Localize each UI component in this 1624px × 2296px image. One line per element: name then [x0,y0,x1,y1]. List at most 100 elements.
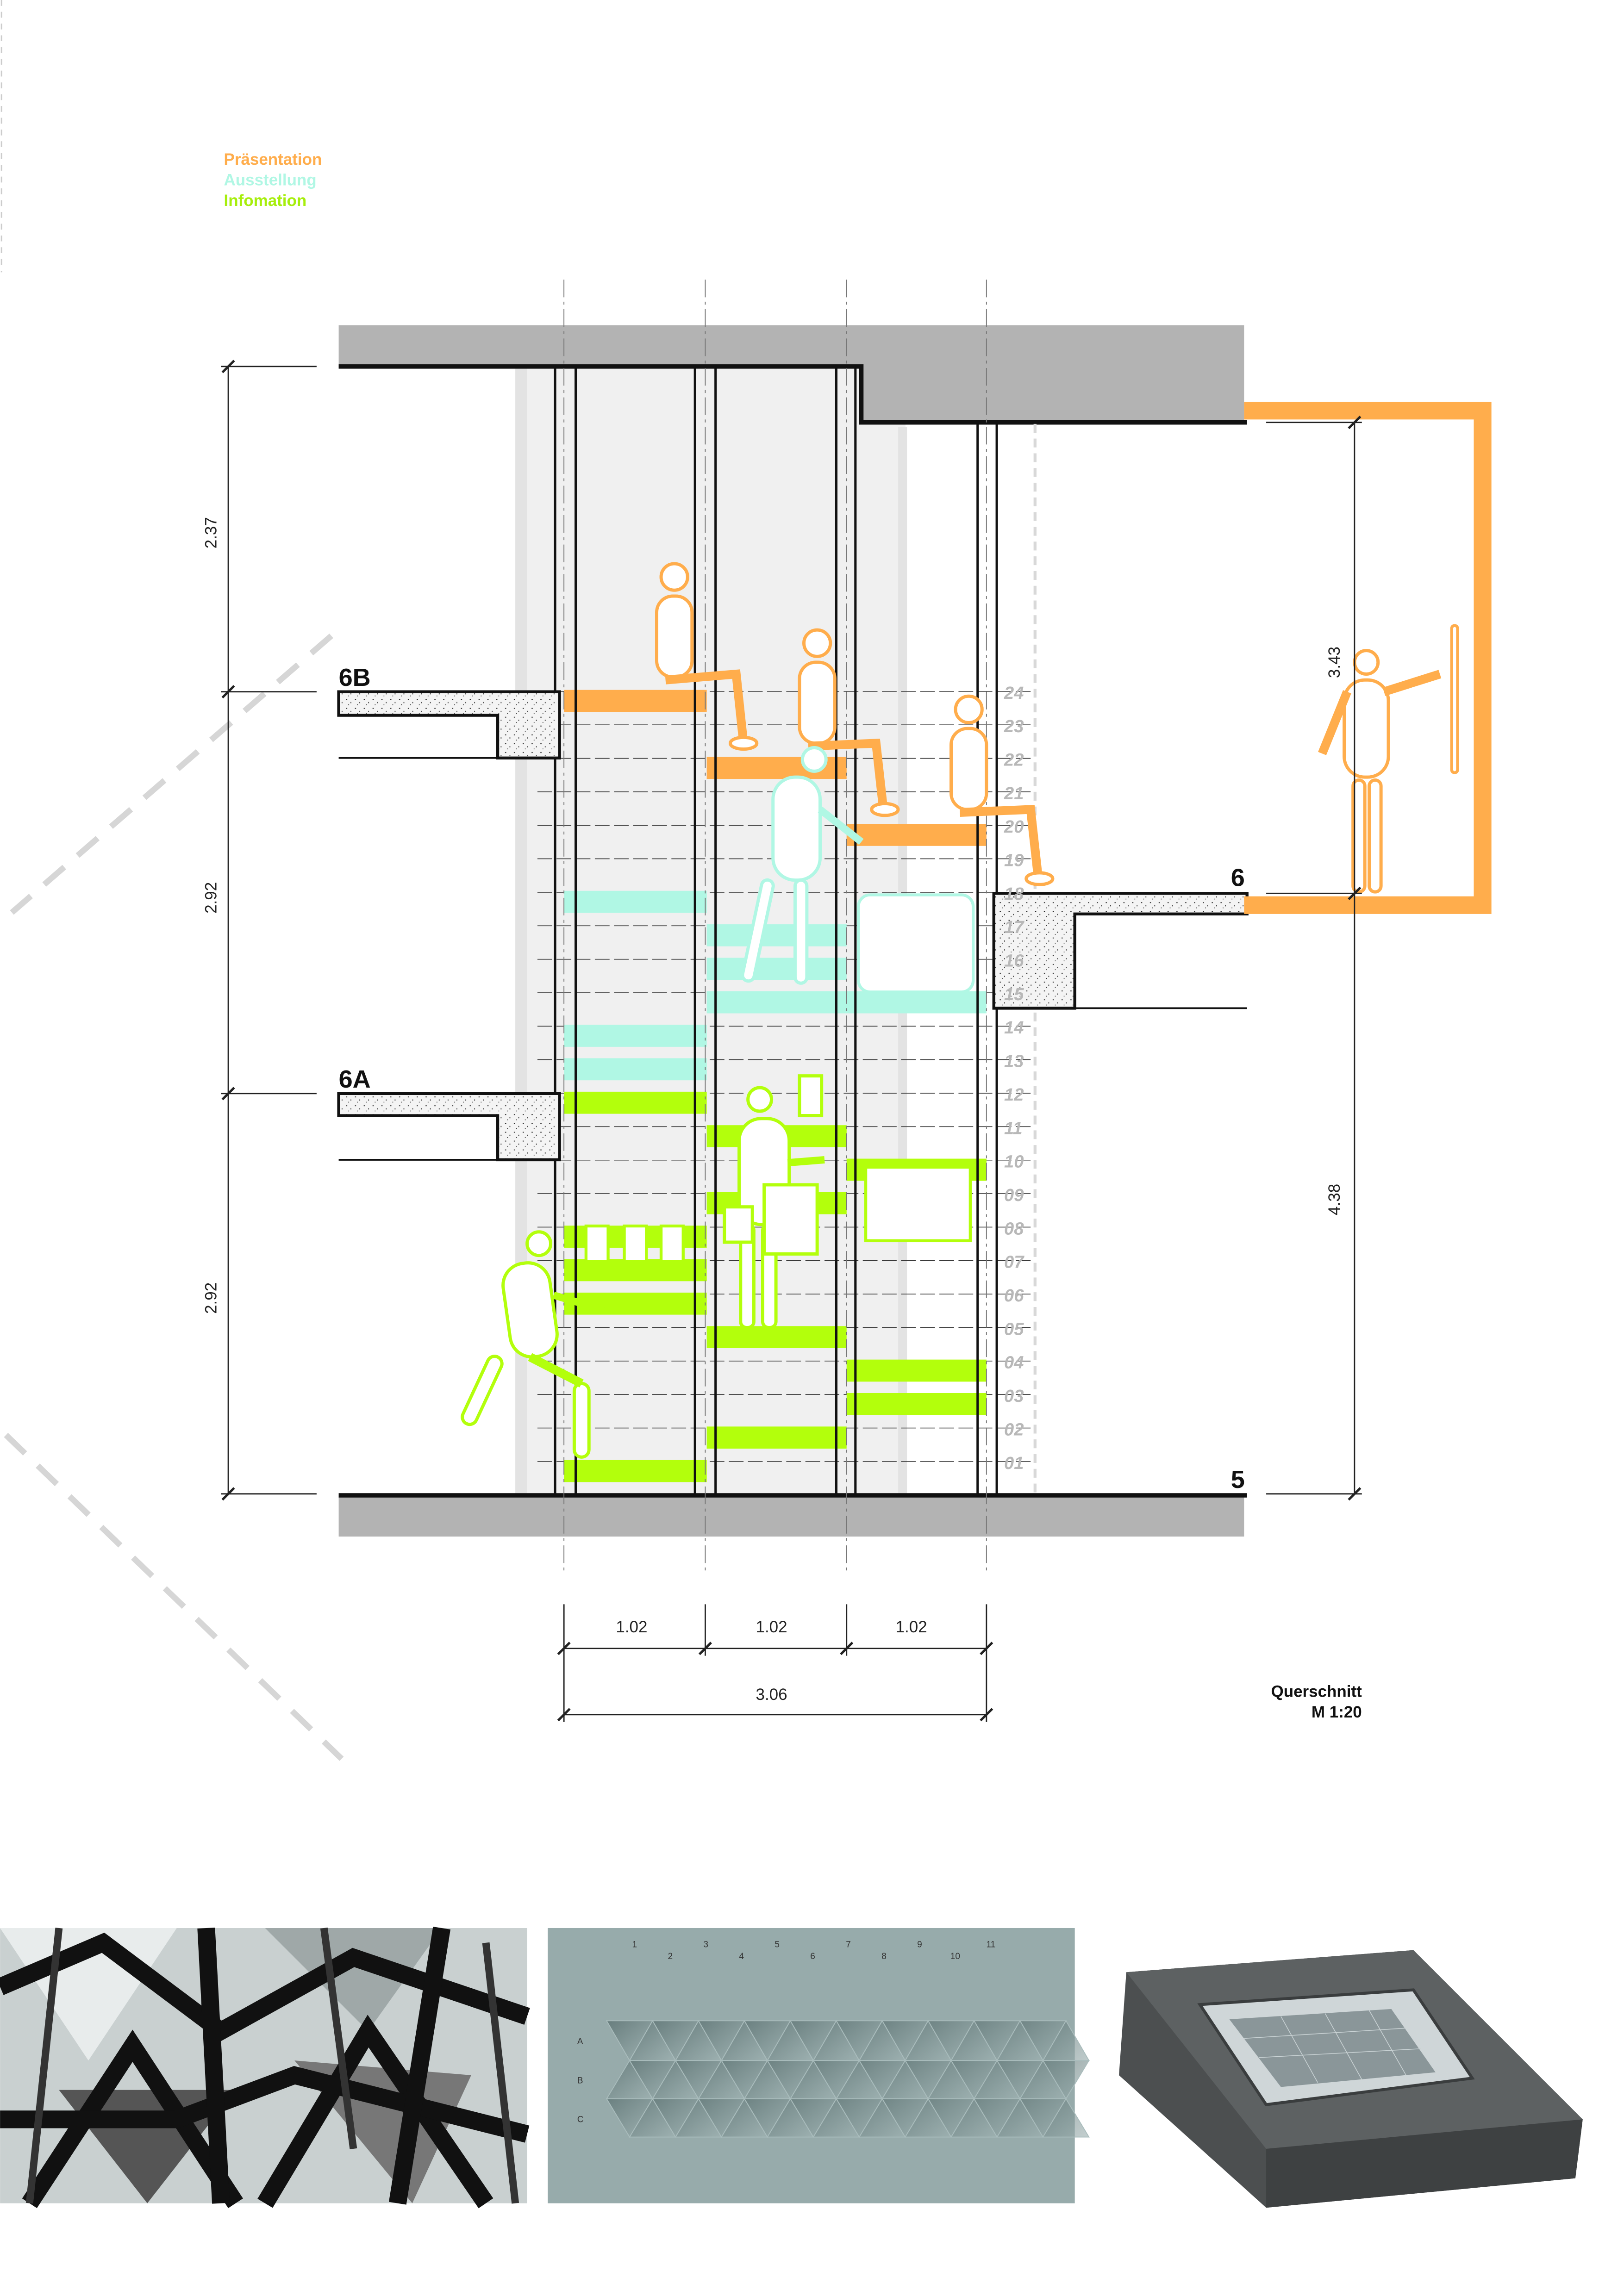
level-label-6a: 6A [339,1065,371,1093]
drawing-title: Querschnitt [1271,1683,1362,1701]
step-number: 03 [1004,1386,1024,1406]
dimension-total: 3.06 [756,1686,787,1704]
dimension-module-2: 1.02 [756,1618,787,1636]
dimension-module-1: 1.02 [616,1618,647,1636]
stair-tread [846,1359,987,1382]
device-photo-image [1119,1950,1583,2208]
step-number: 05 [1004,1319,1024,1339]
grid-axes [563,280,987,1575]
dimension-left-2: 2.92 [202,882,220,914]
figure-visitor-information [723,1074,825,1329]
legend: Präsentation Ausstellung Infomation [224,150,322,210]
panel-row-label: A [577,2037,583,2047]
presentation-screen [1450,624,1459,774]
panel-column-label: 5 [775,1940,780,1949]
figure-seated-1 [655,562,759,751]
legend-information: Infomation [224,192,307,210]
dimension-right-1: 3.43 [1325,647,1343,678]
panel-column-label: 9 [917,1940,922,1949]
step-number: 06 [1004,1286,1024,1306]
triangle-panel-grid [606,2020,1090,2138]
figure-seated-3 [949,694,1055,886]
floor-slab [338,1497,1244,1537]
step-number: 01 [1004,1453,1024,1473]
triangle-panel [1042,2060,1090,2100]
panel-layout-image: 1 2 3 4 5 6 7 8 9 10 11 A B C [548,1928,1090,2203]
structure-render-image [0,1926,530,2209]
ceiling-slab [338,325,1244,424]
step-number: 04 [1004,1353,1024,1373]
step-number: 11 [1004,1118,1023,1138]
slab-6 [992,892,1249,1010]
panel-column-label: 11 [986,1940,995,1949]
panel-column-label: 6 [810,1952,815,1961]
step-numbers: 0102030405060708091011121314151617181920… [1004,683,1024,1473]
stair-tread [846,824,987,846]
step-number: 10 [1004,1152,1024,1172]
step-number: 02 [1004,1419,1024,1439]
panel-column-label: 3 [703,1940,708,1949]
step-number: 22 [1004,750,1024,770]
exhibition-display-case [856,893,975,994]
panel-row-label: C [577,2115,584,2125]
step-number: 17 [1004,917,1024,937]
step-number: 08 [1004,1219,1024,1238]
triangle-panel [1042,2098,1090,2138]
step-number: 19 [1004,851,1024,871]
step-number: 07 [1004,1252,1024,1272]
dimension-right-2: 4.38 [1325,1184,1343,1215]
dimension-left [221,360,317,1501]
step-number: 24 [1004,683,1024,703]
stair-tread [564,1058,707,1081]
step-number: 13 [1004,1052,1024,1071]
level-label-5: 5 [1231,1466,1245,1493]
step-number: 18 [1004,884,1024,904]
stair-tread [564,1091,707,1114]
figure-climbing [461,1230,605,1459]
step-number: 23 [1004,716,1024,736]
figure-standing-presenter [1318,649,1442,894]
information-board [864,1165,972,1243]
stair-tread [846,1393,987,1415]
info-boxes [584,1224,685,1263]
ceiling-line [338,364,1247,425]
stair-tread [706,1326,847,1348]
diagonal-guide [10,634,333,915]
drawing-scale: M 1:20 [1312,1703,1362,1721]
step-number: 16 [1004,951,1024,971]
stair-tread [706,924,847,946]
slab-6a [337,1092,561,1162]
stair-tread [706,1426,847,1449]
panel-column-label: 7 [846,1940,851,1949]
stair-tread [564,1460,707,1482]
slab-6b [337,690,561,759]
legend-exhibition: Ausstellung [224,171,317,189]
dimension-module-3: 1.02 [896,1618,927,1636]
panel-column-label: 8 [881,1952,887,1961]
figure-seated-2 [798,628,900,817]
diagonal-guide [4,1433,344,1761]
dimension-bottom [557,1604,993,1722]
dimension-right [1266,416,1362,1501]
legend-presentation: Präsentation [224,150,322,168]
step-number: 09 [1004,1185,1024,1205]
level-label-6: 6 [1231,864,1245,891]
panel-column-labels: 1 2 3 4 5 6 7 8 9 10 11 [632,1940,995,1961]
panel-row-labels: A B C [577,2037,584,2125]
level-label-6b: 6B [339,664,371,691]
panel-column-label: 1 [632,1940,637,1949]
step-number: 21 [1004,784,1024,803]
step-number: 20 [1004,817,1024,837]
stair-tread [706,958,847,980]
panel-row-label: B [577,2076,583,2085]
panel-column-label: 10 [950,1952,960,1961]
stair-tread [564,1025,707,1047]
step-number: 12 [1004,1085,1024,1105]
stair-tread [564,890,707,913]
panel-column-label: 4 [739,1952,744,1961]
figure-visitor-exhibition [741,746,864,985]
stair-tread [564,690,707,712]
dimension-left-1: 2.37 [202,517,220,548]
panel-column-label: 2 [668,1952,673,1961]
